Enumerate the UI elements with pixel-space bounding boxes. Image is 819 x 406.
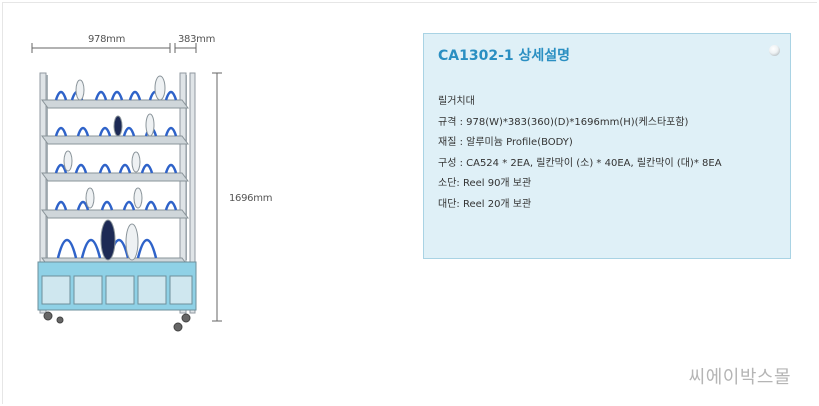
reels (63, 75, 166, 261)
store-watermark: 씨에이박스몰 (688, 367, 791, 388)
spec-item-category: 릴거치대 (438, 96, 475, 107)
bullet-dot-icon (769, 45, 780, 56)
dimension-depth-label: 383mm (178, 34, 216, 45)
spec-list: 릴거치대 규격 : 978(W)*383(360)(D)*1696mm(H)(케… (438, 92, 722, 215)
dimension-lines (31, 43, 222, 322)
spec-item-material: 재질 : 알루미늄 Profile(BODY) (438, 137, 573, 148)
spec-item-dimensions: 규격 : 978(W)*383(360)(D)*1696mm(H)(케스타포함) (438, 116, 689, 128)
cabinet-base (37, 261, 197, 311)
spec-item-small-tier: 소단: Reel 90개 보관 (438, 178, 532, 189)
detail-panel: CA1302-1 상세설명 릴거치대 규격 : 978(W)*383(360)(… (423, 33, 791, 259)
reel-dividers (54, 90, 178, 259)
spec-item-large-tier: 대단: Reel 20개 보관 (438, 198, 532, 210)
dimension-height-label: 1696mm (229, 193, 273, 204)
casters (43, 311, 191, 332)
spec-item-composition: 구성 : CA524 * 2EA, 릴칸막이 (소) * 40EA, 릴칸막이 … (438, 157, 722, 169)
dimension-width-label: 978mm (88, 34, 126, 45)
detail-title: CA1302-1 상세설명 (438, 48, 571, 64)
product-image (31, 43, 222, 332)
